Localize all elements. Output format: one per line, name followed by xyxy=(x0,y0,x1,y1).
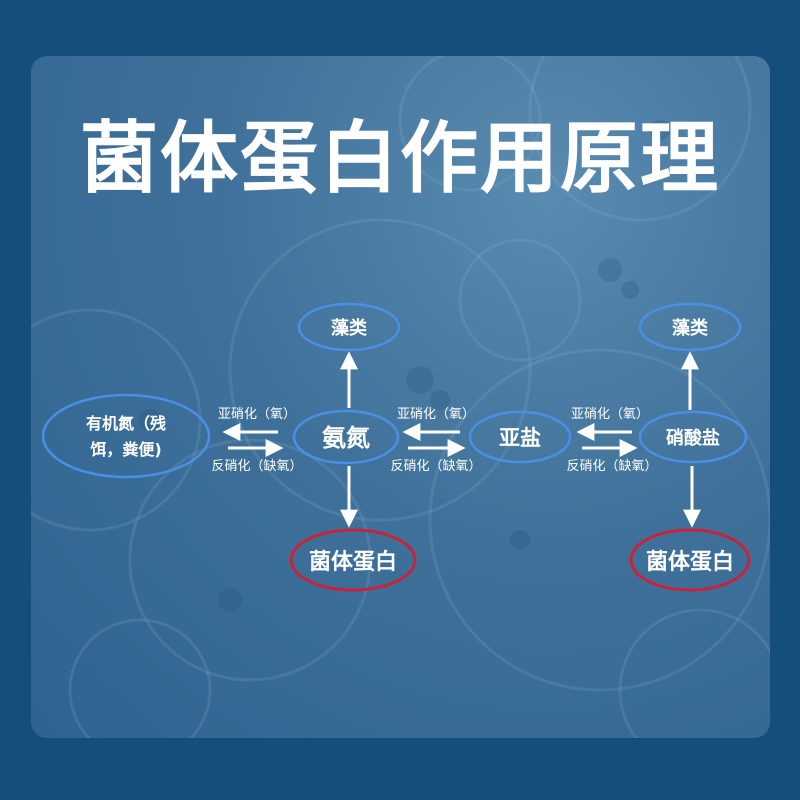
node-organic-nitrogen-line1: 有机氮（残 xyxy=(86,414,166,433)
edge-label-denitrification-1: 反硝化（缺氧） xyxy=(211,459,302,474)
edge-label-denitrification-3: 反硝化（缺氧） xyxy=(566,459,657,474)
node-algae-left: 藻类 xyxy=(297,302,401,352)
node-algae-right: 藻类 xyxy=(638,302,742,352)
node-ammonia-nitrogen: 氨氮 xyxy=(292,409,400,465)
page-title: 菌体蛋白作用原理 xyxy=(79,114,720,204)
reversible-arrows-3 xyxy=(576,423,638,457)
edge-label-nitrification-1: 亚硝化（氧） xyxy=(218,407,296,422)
node-algae-right-label: 藻类 xyxy=(672,317,709,339)
node-nitrate-label: 硝酸盐 xyxy=(666,427,720,449)
node-nitrite: 亚盐 xyxy=(468,410,572,464)
node-protein-left-label: 菌体蛋白 xyxy=(309,549,397,575)
node-ammonia-label: 氨氮 xyxy=(322,424,370,452)
edge-label-denitrification-2: 反硝化（缺氧） xyxy=(390,459,481,474)
node-organic-nitrogen: 有机氮（残 饵，粪便) xyxy=(41,393,211,479)
node-bacterial-protein-right: 菌体蛋白 xyxy=(629,528,751,592)
node-algae-left-label: 藻类 xyxy=(331,317,368,339)
node-organic-nitrogen-line2: 饵，粪便) xyxy=(89,440,161,459)
reversible-arrows-2 xyxy=(402,423,466,457)
edge-label-nitrification-3: 亚硝化（氧） xyxy=(571,407,649,422)
node-nitrate: 硝酸盐 xyxy=(638,410,748,464)
node-protein-right-label: 菌体蛋白 xyxy=(646,549,734,575)
edge-label-nitrification-2: 亚硝化（氧） xyxy=(397,407,475,422)
node-nitrite-label: 亚盐 xyxy=(499,426,541,450)
reversible-arrows-1 xyxy=(222,423,284,457)
node-bacterial-protein-left: 菌体蛋白 xyxy=(289,528,417,592)
